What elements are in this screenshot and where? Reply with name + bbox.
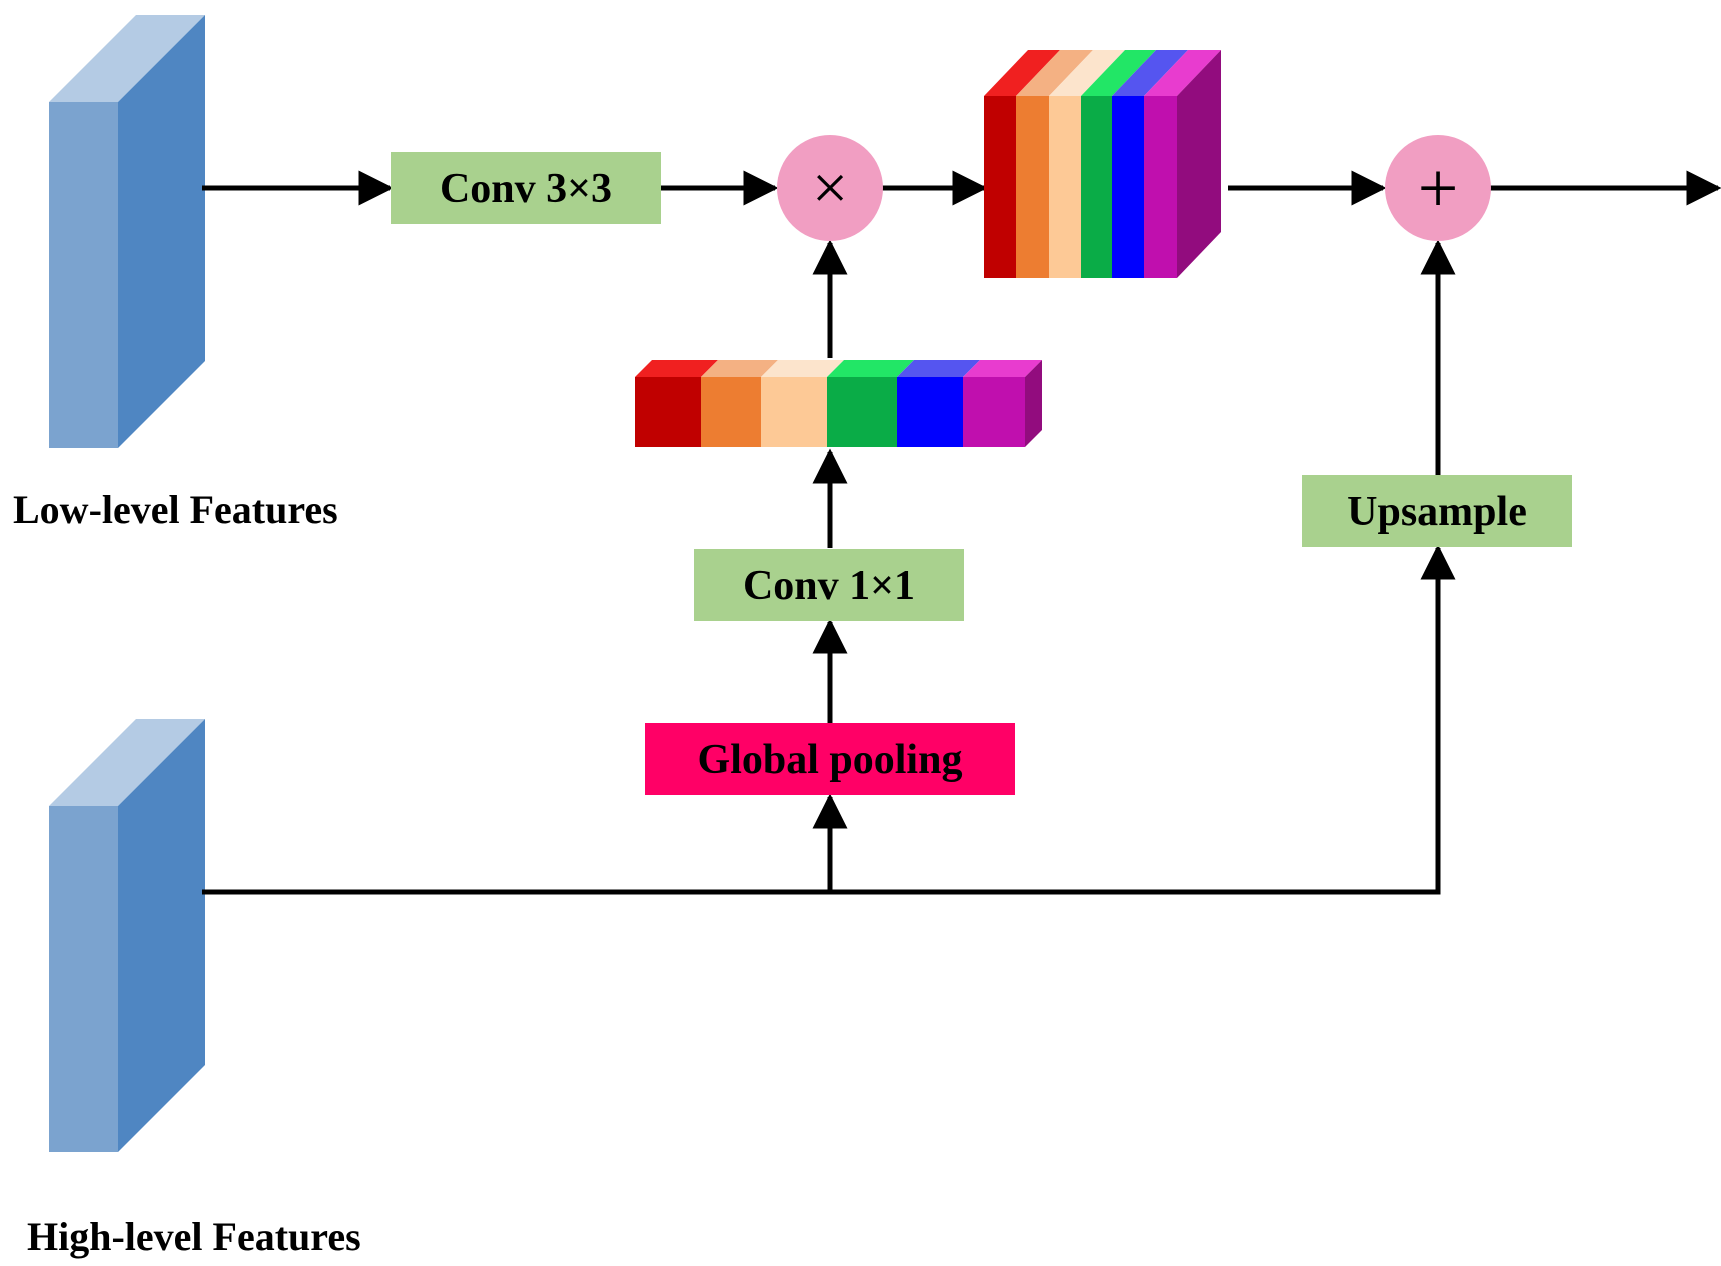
cube-channel-stripe (1081, 96, 1112, 278)
weighted-feature-cube (984, 50, 1221, 278)
vector-top-stripe (963, 360, 1042, 377)
multiply-symbol: × (812, 152, 848, 223)
multiply-operator: × (777, 135, 883, 241)
vector-channel-stripe (701, 377, 761, 447)
add-symbol: + (1418, 148, 1459, 228)
upsample-label: Upsample (1347, 489, 1527, 535)
high-level-features-label: High-level Features (27, 1214, 361, 1259)
vector-top-stripe (701, 360, 778, 377)
cube-top-stripe (1016, 50, 1093, 96)
vector-channel-stripe (635, 377, 701, 447)
cube-channel-stripe (1016, 96, 1049, 278)
conv1x1-label: Conv 1×1 (743, 563, 915, 609)
cube-channel-stripe (1112, 96, 1144, 278)
cube-top-stripe (1049, 50, 1125, 96)
cube-channel-stripe (1144, 96, 1177, 278)
add-operator: + (1385, 135, 1491, 241)
low-level-features-label: Low-level Features (13, 487, 338, 532)
vector-channel-stripe (897, 377, 963, 447)
vector-top-stripe (635, 360, 718, 377)
vector-top-stripe (897, 360, 980, 377)
vector-channel-stripe (963, 377, 1025, 447)
global-pooling-box: Global pooling (645, 723, 1015, 795)
vector-channel-stripe (761, 377, 827, 447)
cube-channel-stripe (984, 96, 1016, 278)
cube-channel-stripe (1049, 96, 1081, 278)
connectors (202, 170, 1721, 895)
conv3x3-label: Conv 3×3 (440, 166, 612, 212)
upsample-box: Upsample (1302, 475, 1572, 547)
conv1x1-box: Conv 1×1 (694, 549, 964, 621)
vector-top-stripe (761, 360, 844, 377)
vector-channel-stripe (827, 377, 897, 447)
global-pooling-label: Global pooling (698, 737, 963, 783)
low-level-feature-block (49, 15, 205, 448)
cube-top-stripe (1144, 50, 1221, 96)
channel-attention-vector (635, 360, 1042, 447)
vector-side-face (1025, 360, 1042, 447)
vector-top-stripe (827, 360, 914, 377)
conv3x3-box: Conv 3×3 (391, 152, 661, 224)
cube-top-stripe (984, 50, 1060, 96)
cube-side-face (1177, 50, 1221, 278)
cube-top-stripe (1081, 50, 1156, 96)
high-level-feature-block (49, 719, 205, 1152)
high-level-trunk-line (202, 826, 1441, 895)
cube-top-stripe (1112, 50, 1188, 96)
